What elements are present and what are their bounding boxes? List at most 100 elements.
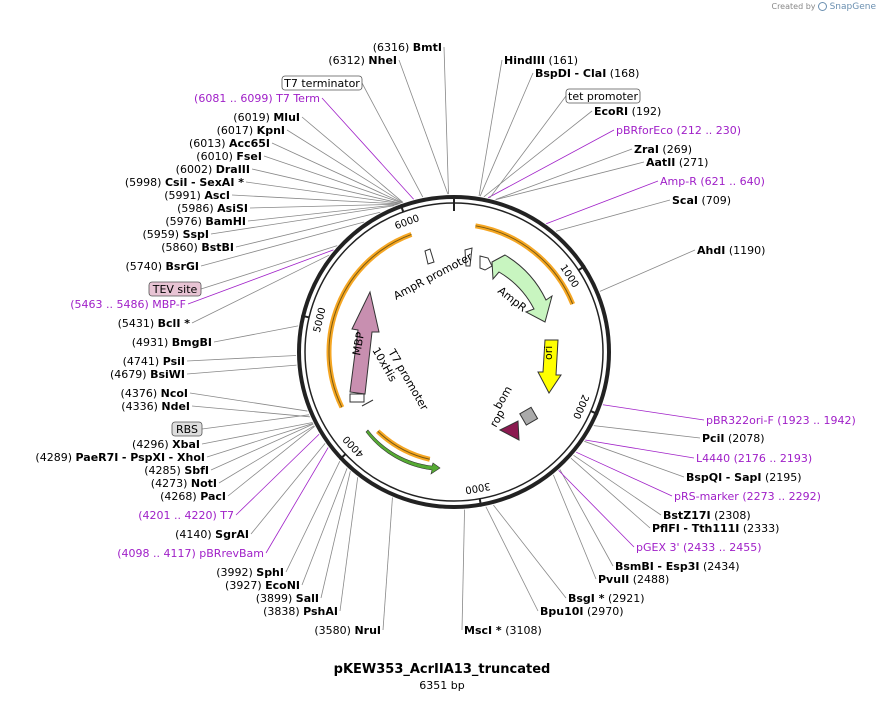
site-name: BclI *: [158, 317, 191, 330]
site-label-left: (4268) PacI: [160, 490, 226, 503]
orf-arc: [375, 429, 431, 462]
site-name: PshAI: [303, 605, 338, 618]
site-label-left: (4273) NotI: [151, 477, 217, 490]
site-num: (2308): [714, 509, 751, 522]
site-name: PflFI: [652, 522, 680, 535]
site-name: Acc65I: [229, 137, 270, 150]
site-name: BmgBI: [172, 336, 212, 349]
leader-line: [227, 426, 315, 497]
site-num: (6019): [233, 111, 270, 124]
site-num: (2488): [633, 573, 670, 586]
primer-name: pGEX 3': [636, 541, 680, 554]
site-label-left: (6316) BmtI: [373, 41, 442, 54]
tick-mark: [399, 204, 405, 213]
site-num: (3580): [314, 624, 351, 637]
leader-line: [443, 46, 449, 195]
site-label-right: PvuII (2488): [598, 573, 669, 586]
boxed-label-text: TEV site: [152, 283, 198, 296]
primer-label: (5463 .. 5486) MBP-F: [70, 298, 186, 311]
primer-range: (2273 .. 2292): [742, 490, 821, 503]
leader-line: [210, 423, 314, 471]
site-num: (1190): [729, 244, 766, 257]
site-num: (6013): [189, 137, 226, 150]
leader-line: [186, 364, 297, 375]
site-label-left: (6312) NheI: [328, 54, 397, 67]
site-name: AsiSI: [217, 202, 248, 215]
site-name: EcoNI: [265, 579, 300, 592]
feature-lefttop-mark: [424, 248, 435, 265]
site-num: (269): [662, 143, 692, 156]
site-num: (4285): [144, 464, 181, 477]
leader-line: [339, 477, 359, 612]
site-num: (6002): [176, 163, 213, 176]
site-name: PaeR7I: [76, 451, 119, 464]
site-name: BspDI: [535, 67, 571, 80]
site-num: (5740): [125, 260, 162, 273]
site-num: (5991): [164, 189, 201, 202]
site-label-left: (3927) EcoNI: [225, 579, 300, 592]
leader-line: [263, 155, 402, 204]
site-num: (4289): [35, 451, 72, 464]
leader-line: [286, 129, 403, 203]
site-label-left: (6002) DraIII: [176, 163, 250, 176]
primer-name: pRS-marker: [674, 490, 739, 503]
site-name: SspI: [183, 228, 209, 241]
leader-line: [247, 204, 397, 222]
primer-range: (621 .. 640): [700, 175, 765, 188]
site-num: (5431): [118, 317, 155, 330]
site-label-left: (5740) BsrGI: [125, 260, 199, 273]
leader-line: [301, 468, 348, 586]
leader-line: [235, 433, 320, 516]
boxed-label-frame: [148, 281, 202, 297]
site-name: MscI *: [464, 624, 502, 637]
primer-range: (212 .. 230): [677, 124, 742, 137]
feature-t7promoter-mark: [361, 399, 374, 407]
site-label-right: EcoRI (192): [594, 105, 661, 118]
feature-label-ori: ori: [542, 346, 555, 360]
site-label-left: (6010) FseI: [196, 150, 262, 163]
site-num: (6017): [217, 124, 254, 137]
site-num: (4376): [121, 387, 158, 400]
leader-line: [487, 129, 615, 199]
leader-line: [213, 325, 299, 343]
leader-line: [493, 504, 567, 599]
site-name: SphI: [256, 566, 284, 579]
site-label-left: (5959) SspI: [142, 228, 209, 241]
leader-line: [201, 422, 313, 445]
site-num: (5959): [142, 228, 179, 241]
site-num: (2195): [765, 471, 802, 484]
site-name: NheI: [368, 54, 397, 67]
leader-line: [265, 447, 329, 554]
site-num: (161): [548, 54, 578, 67]
leader-line: [478, 59, 503, 197]
site-num: (5976): [165, 215, 202, 228]
site-num: (5860): [161, 241, 198, 254]
site-label-right: HindIII (161): [504, 54, 578, 67]
site-label-left: (6013) Acc65I: [189, 137, 270, 150]
feature-ampr-arrow: [491, 254, 553, 323]
tick-label: 6000: [393, 213, 421, 232]
site-label-left: (5991) AscI: [164, 189, 230, 202]
primer-name: pBR322ori-F: [706, 414, 774, 427]
site-num: (4268): [160, 490, 197, 503]
site-name: SalI: [296, 592, 319, 605]
leader-line: [210, 205, 395, 235]
primer-label: pGEX 3' (2433 .. 2455): [636, 541, 762, 554]
leader-line: [218, 425, 315, 484]
site-name: ZraI: [634, 143, 659, 156]
site-name: NotI: [191, 477, 217, 490]
tick-mark: [301, 314, 310, 319]
primer-label: pRS-marker (2273 .. 2292): [674, 490, 821, 503]
leader-line: [552, 474, 597, 580]
site-name2: - PspXI: [122, 451, 165, 464]
site-num: (3927): [225, 579, 262, 592]
leader-line: [320, 471, 351, 599]
tick-mark: [338, 453, 347, 461]
feature-label-bom: bom: [491, 384, 514, 412]
primer-range: (5463 .. 5486): [70, 298, 149, 311]
site-num: (2970): [587, 605, 624, 618]
site-label-left: (4376) NcoI: [121, 387, 188, 400]
site-label-left: (4289) PaeR7I - PspXI - XhoI: [35, 451, 205, 464]
leader-line: [558, 470, 635, 548]
